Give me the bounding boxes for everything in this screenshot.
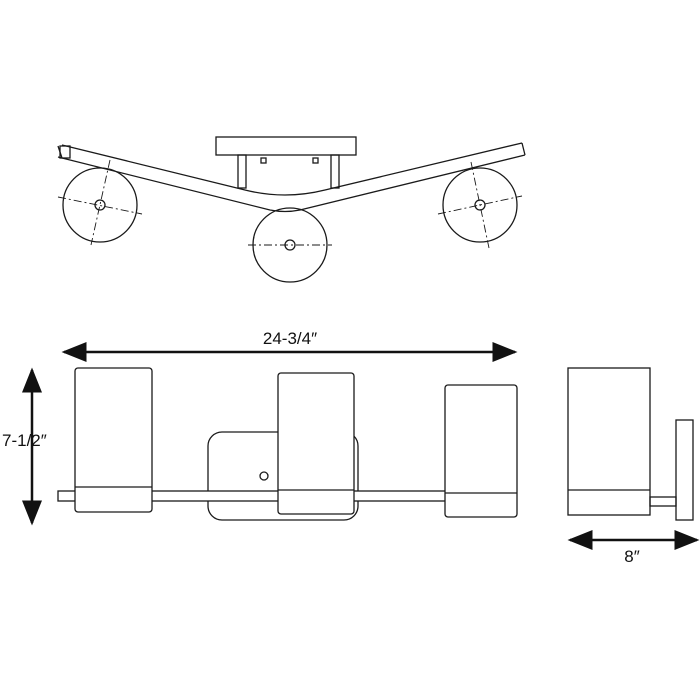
mounting-bolt (237, 154, 247, 189)
top-view (57, 136, 526, 283)
front-view (57, 367, 518, 521)
shade-left-top (57, 159, 143, 246)
screw-slot (260, 157, 267, 164)
screw-slot (312, 157, 319, 164)
side-view (567, 367, 694, 521)
depth-label: 8″ (624, 547, 639, 566)
shade-center (277, 372, 355, 515)
width-label: 24-3/4″ (263, 329, 317, 348)
shade-right-top (437, 161, 523, 249)
height-label: 7-1/2″ (2, 431, 47, 450)
canopy-top (215, 136, 357, 156)
wall-plate (675, 419, 694, 521)
arm (57, 142, 526, 213)
shade-center-top (248, 207, 332, 283)
mounting-bolt (330, 154, 340, 189)
shade-left (74, 367, 153, 513)
shade-right (444, 384, 518, 518)
backplate-screw (259, 471, 269, 481)
arm-endcap (59, 145, 71, 159)
shade-side (567, 367, 651, 516)
side-arm (649, 496, 677, 507)
